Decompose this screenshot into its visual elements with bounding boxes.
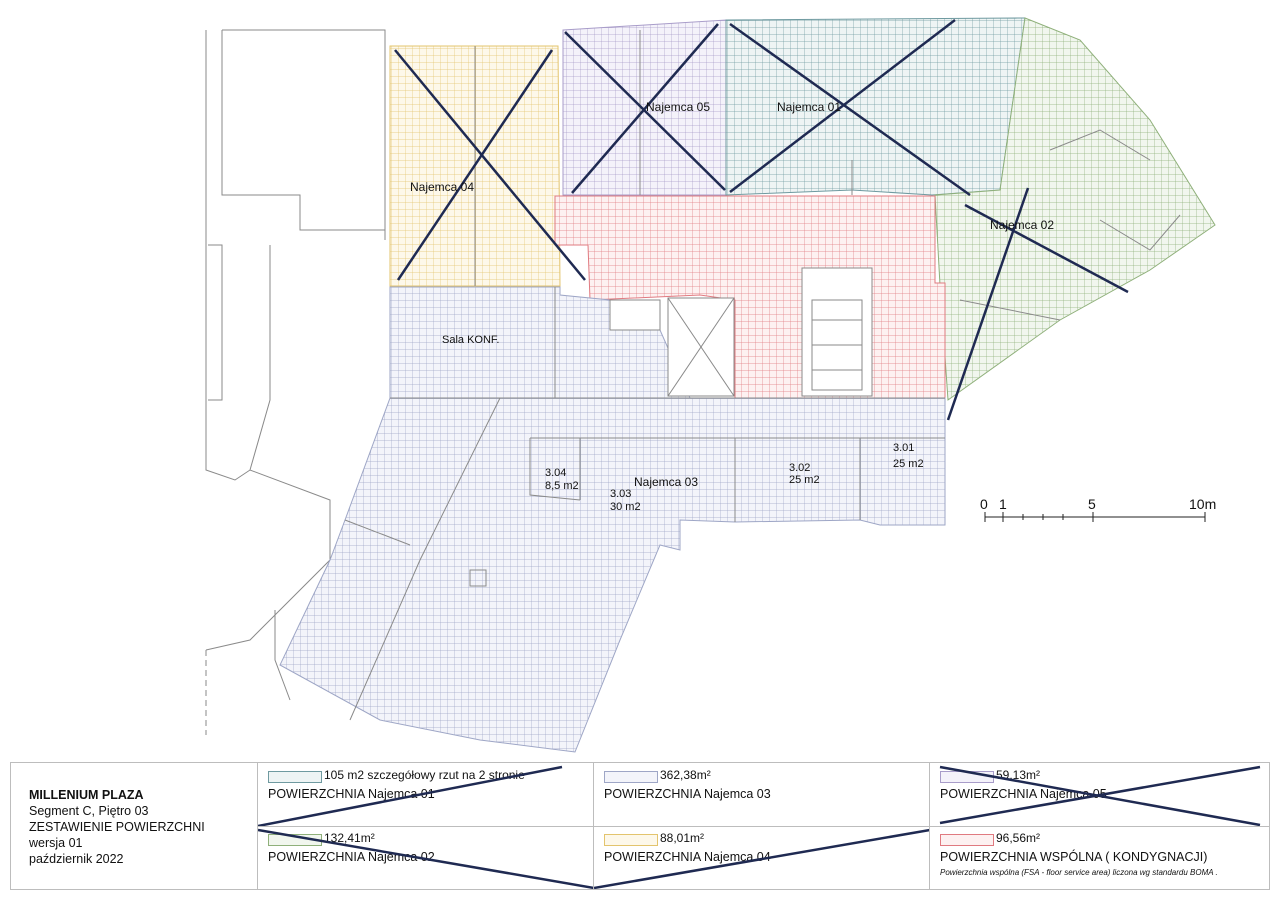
legend-cross xyxy=(258,828,594,889)
scale-tick-1: 1 xyxy=(999,496,1007,512)
rented-cross-marks xyxy=(394,19,1129,421)
legend-note: Powierzchnia wspólna (FSA - floor servic… xyxy=(940,868,1218,877)
legend-item-najemca-03: 362,38m² POWIERZCHNIA Najemca 03 xyxy=(593,763,929,826)
label-room-302-area: 25 m2 xyxy=(789,474,820,486)
existing-building-walls xyxy=(205,29,386,735)
core-voids xyxy=(609,267,873,397)
label-room-302: 3.02 xyxy=(789,462,810,474)
swatch-najemca-01 xyxy=(268,771,322,783)
project-info: MILLENIUM PLAZA Segment C, Piętro 03 ZES… xyxy=(29,787,259,867)
room-labels: Najemca 04 Najemca 05 Najemca 01 Najemca… xyxy=(410,100,1054,513)
legend-item-najemca-02: 132,41m² POWIERZCHNIA Najemca 02 xyxy=(257,826,594,889)
project-version: wersja 01 xyxy=(29,836,83,850)
scale-bar: 0 1 5 10m xyxy=(980,496,1216,522)
label-najemca-04: Najemca 04 xyxy=(410,180,474,194)
legend-cross xyxy=(939,765,1261,826)
label-room-301: 3.01 xyxy=(893,442,914,454)
legend-area: 88,01m² xyxy=(660,831,705,845)
legend-name: POWIERZCHNIA Najemca 04 xyxy=(604,850,771,864)
project-name: MILLENIUM PLAZA xyxy=(29,788,144,802)
swatch-wspolna xyxy=(940,834,994,846)
legend-item-wspolna: 96,56m² POWIERZCHNIA WSPÓLNA ( KONDYGNAC… xyxy=(929,826,1265,889)
legend-name: POWIERZCHNIA Najemca 03 xyxy=(604,787,771,801)
label-room-303: 3.03 xyxy=(610,488,631,500)
legend-area: 362,38m² xyxy=(660,768,711,782)
scale-tick-0: 0 xyxy=(980,496,988,512)
swatch-najemca-03 xyxy=(604,771,658,783)
legend-cross xyxy=(258,765,563,826)
label-room-301-area: 25 m2 xyxy=(893,458,924,470)
legend-name: POWIERZCHNIA WSPÓLNA ( KONDYGNACJI) xyxy=(940,850,1208,864)
legend-area: 132,41m² xyxy=(324,831,375,845)
scale-tick-5: 5 xyxy=(1088,496,1096,512)
legend-item-najemca-04: 88,01m² POWIERZCHNIA Najemca 04 xyxy=(593,826,930,889)
legend-cross xyxy=(594,828,930,889)
floor-plan: Najemca 04 Najemca 05 Najemca 01 Najemca… xyxy=(205,17,1216,753)
legend-item-najemca-01: 105 m2 szczegółowy rzut na 2 stronie POW… xyxy=(257,763,593,826)
project-date: październik 2022 xyxy=(29,852,124,866)
scale-tick-10m: 10m xyxy=(1189,496,1216,512)
legend-area: 105 m2 szczegółowy rzut na 2 stronie xyxy=(324,768,525,782)
label-najemca-02: Najemca 02 xyxy=(990,218,1054,232)
label-room-304: 3.04 xyxy=(545,467,566,479)
label-sala-konf: Sala KONF. xyxy=(442,334,499,346)
project-segment: Segment C, Piętro 03 xyxy=(29,804,149,818)
legend-item-najemca-05: 59,13m² POWIERZCHNIA Najemca 05 xyxy=(929,763,1265,826)
legend-name: POWIERZCHNIA Najemca 01 xyxy=(268,787,435,801)
label-room-304-area: 8,5 m2 xyxy=(545,480,579,492)
label-najemca-03: Najemca 03 xyxy=(634,475,698,489)
legend-area: 96,56m² xyxy=(996,831,1041,845)
legend-panel: MILLENIUM PLAZA Segment C, Piętro 03 ZES… xyxy=(10,762,1270,890)
label-room-303-area: 30 m2 xyxy=(610,501,641,513)
label-najemca-01: Najemca 01 xyxy=(777,100,841,114)
label-najemca-05: Najemca 05 xyxy=(646,100,710,114)
area-najemca-01 xyxy=(725,17,1026,196)
legend-row-divider xyxy=(257,826,1269,827)
project-title: ZESTAWIENIE POWIERZCHNI xyxy=(29,820,205,834)
swatch-najemca-04 xyxy=(604,834,658,846)
